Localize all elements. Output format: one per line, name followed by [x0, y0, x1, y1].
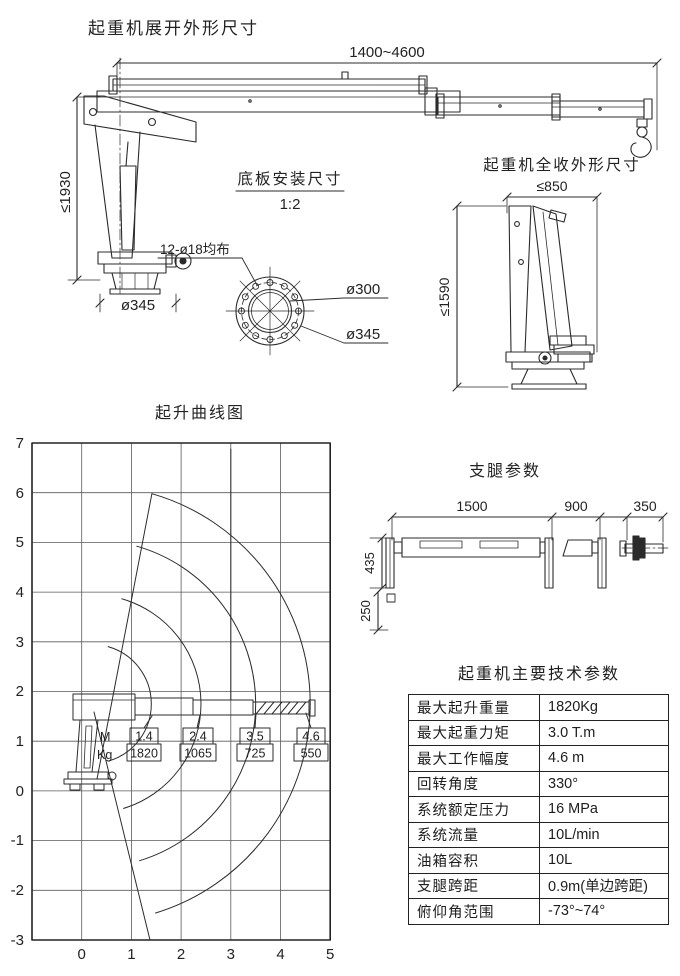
spec-label: 油箱容积	[408, 847, 540, 874]
chart-title: 起升曲线图	[155, 404, 245, 422]
spec-label: 系统流量	[408, 821, 540, 848]
dim-label-span-main: 1500	[456, 498, 487, 514]
extended-view-title: 起重机展开外形尺寸	[88, 19, 259, 38]
svg-text:550: 550	[301, 747, 322, 761]
spec-label: 俯仰角范围	[408, 898, 540, 925]
base-plate-view: 底板安装尺寸 1:2 12-ø18均布 ø300 ø345	[157, 170, 389, 356]
svg-text:1820: 1820	[130, 747, 158, 761]
svg-text:-1: -1	[11, 832, 24, 849]
svg-text:5: 5	[16, 534, 24, 551]
lifting-curve-chart: 起升曲线图 7 6 5 4 3 2 1 0 -1 -2 -3	[11, 404, 335, 963]
svg-text:1065: 1065	[184, 747, 212, 761]
chart-crane-silhouette	[63, 693, 316, 791]
extended-crane-view: 起重机展开外形尺寸 1400~4600 ≤1930	[57, 19, 662, 314]
table-row: 俯仰角范围-73°~74°	[408, 898, 669, 925]
bolt-pattern-label: 12-ø18均布	[160, 242, 230, 257]
outrigger-view: 支腿参数 1500 900 350	[358, 462, 669, 635]
svg-text:1: 1	[16, 733, 24, 750]
spec-label: 支腿跨距	[408, 872, 540, 899]
svg-text:4: 4	[16, 584, 24, 601]
dim-label-retracted-height: ≤1590	[436, 277, 452, 316]
spec-value: 0.9m(单边跨距)	[539, 872, 669, 899]
spec-value: 1820Kg	[539, 694, 669, 721]
svg-text:2.4: 2.4	[189, 730, 206, 744]
dim-label-base-diameter: ø345	[121, 297, 155, 314]
svg-text:4.6: 4.6	[302, 730, 319, 744]
svg-text:3: 3	[227, 946, 235, 963]
dim-label-reach: 1400~4600	[349, 44, 425, 61]
spec-label: 系统额定压力	[408, 796, 540, 823]
luffing-envelope-curves	[93, 493, 311, 941]
x-axis-ticks: 0 1 2 3 4 5	[78, 946, 335, 963]
spec-value: 4.6 m	[539, 745, 669, 772]
dim-label-retracted-width: ≤850	[536, 178, 567, 194]
spec-label: 最大起升重量	[408, 694, 540, 721]
dim-label-span-end: 350	[633, 498, 657, 514]
bolt-circle-dim-label: ø300	[346, 281, 380, 298]
hook-icon	[630, 118, 652, 158]
svg-text:-2: -2	[11, 882, 24, 899]
svg-text:2: 2	[16, 683, 24, 700]
svg-text:-3: -3	[11, 932, 24, 949]
spec-value: 10L	[539, 847, 669, 874]
svg-text:0: 0	[78, 946, 86, 963]
spec-value: 3.0 T.m	[539, 719, 669, 746]
chart-grid	[31, 442, 331, 941]
dim-label-outrigger-lower: 250	[358, 600, 373, 622]
svg-text:3: 3	[16, 634, 24, 651]
retracted-crane-view: 起重机全收外形尺寸 ≤850 ≤1590	[436, 156, 641, 392]
radius-row-label: M	[100, 730, 110, 744]
svg-text:3.5: 3.5	[246, 730, 263, 744]
svg-text:4: 4	[276, 946, 284, 963]
spec-label: 回转角度	[408, 770, 540, 797]
spec-value: -73°~74°	[539, 898, 669, 925]
dim-label-span-mid: 900	[564, 498, 588, 514]
capacity-row-label: Kg	[97, 748, 112, 762]
spec-value: 16 MPa	[539, 796, 669, 823]
bolt-holes	[238, 279, 302, 343]
retracted-view-title: 起重机全收外形尺寸	[483, 156, 641, 174]
crane-base	[97, 251, 192, 295]
svg-text:2: 2	[177, 946, 185, 963]
outrigger-title: 支腿参数	[469, 462, 541, 480]
svg-text:7: 7	[16, 435, 24, 452]
spec-table-title: 起重机主要技术参数	[457, 666, 620, 683]
outer-circle-dim-label: ø345	[346, 326, 380, 343]
svg-text:0: 0	[16, 783, 24, 800]
dim-label-outrigger-upper: 435	[362, 552, 377, 574]
spec-label: 最大起重力矩	[408, 719, 540, 746]
svg-text:1.4: 1.4	[135, 730, 152, 744]
spec-label: 最大工作幅度	[408, 745, 540, 772]
dim-label-height-extended: ≤1930	[57, 171, 74, 213]
svg-text:725: 725	[245, 747, 266, 761]
base-plate-scale: 1:2	[280, 196, 301, 213]
load-point-boxes	[126, 712, 329, 762]
load-point-values: M Kg 1.4 1820 2.4 1065 3.5 725 4.6 550	[97, 730, 321, 763]
spec-value: 330°	[539, 770, 669, 797]
y-axis-ticks: 7 6 5 4 3 2 1 0 -1 -2 -3	[11, 435, 24, 949]
svg-text:1: 1	[127, 946, 135, 963]
spec-value: 10L/min	[539, 821, 669, 848]
svg-text:6: 6	[16, 485, 24, 502]
base-plate-title: 底板安装尺寸	[237, 170, 342, 188]
svg-text:5: 5	[326, 946, 334, 963]
